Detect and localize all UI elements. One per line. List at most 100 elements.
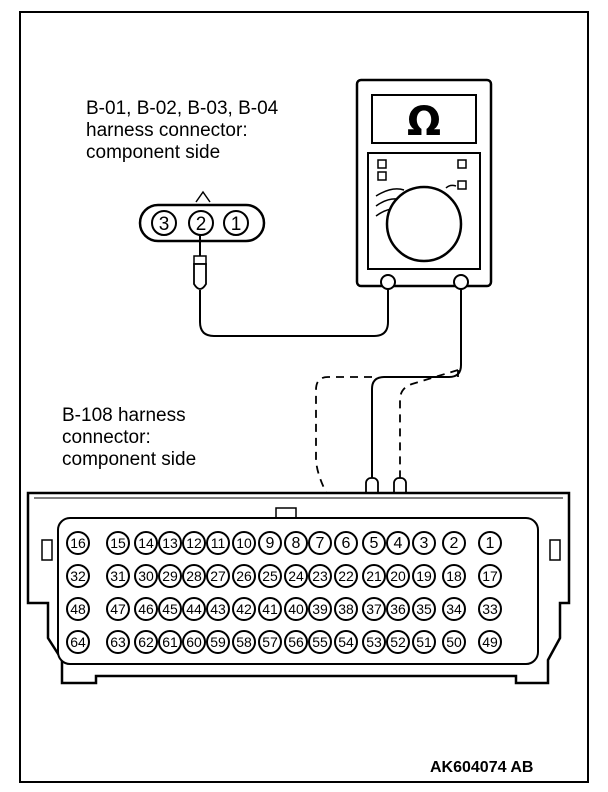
ecu-pin-8: [284, 531, 308, 555]
ecu-pin-30: [134, 564, 158, 588]
dashed-lead-b: [399, 369, 459, 478]
ecu-pin-6: [334, 531, 358, 555]
ecu-pin-label-32: 32: [70, 568, 86, 584]
ecu-pin-57: [258, 630, 282, 654]
ecu-pin-43: [206, 597, 230, 621]
ecu-pin-label-37: 37: [366, 601, 382, 617]
ecu-pin-3: [412, 531, 436, 555]
ecu-pin-13: [158, 531, 182, 555]
ecu-pin-61: [158, 630, 182, 654]
ecu-pin-12: [182, 531, 206, 555]
ecu-pin-label-10: 10: [236, 535, 252, 551]
ecu-pin-31: [106, 564, 130, 588]
ecu-pin-53: [362, 630, 386, 654]
ecu-pin-label-16: 16: [70, 535, 86, 551]
small-connector-label: B-01, B-02, B-03, B-04 harness connector…: [86, 98, 278, 164]
figure-border: [19, 11, 589, 783]
small-pin-1-label: 1: [231, 214, 242, 235]
ecu-pin-label-62: 62: [138, 634, 154, 650]
ecu-pin-label-22: 22: [338, 568, 354, 584]
small-connector-label-line: component side: [86, 142, 221, 163]
ecu-pin-5: [362, 531, 386, 555]
ecu-pin-label-48: 48: [70, 601, 86, 617]
ecu-connector-label-line: component side: [62, 449, 197, 470]
ecu-pin-34: [442, 597, 466, 621]
ecu-pin-15: [106, 531, 130, 555]
ecu-pin-27: [206, 564, 230, 588]
ecu-pin-label-7: 7: [316, 535, 325, 552]
ecu-pin-11: [206, 531, 230, 555]
test-lead-1: [199, 289, 389, 337]
probe-left: [193, 234, 207, 290]
ecu-pin-19: [412, 564, 436, 588]
ecu-pin-label-29: 29: [162, 568, 178, 584]
ecu-pin-60: [182, 630, 206, 654]
ecu-pin-label-20: 20: [390, 568, 406, 584]
ecu-pin-25: [258, 564, 282, 588]
ecu-pin-51: [412, 630, 436, 654]
ecu-pin-label-35: 35: [416, 601, 432, 617]
ecu-pin-24: [284, 564, 308, 588]
ecu-pin-label-58: 58: [236, 634, 252, 650]
ecu-pin-label-34: 34: [446, 601, 462, 617]
ohmmeter-icon: Ω: [355, 78, 493, 290]
ecu-pin-7: [308, 531, 332, 555]
ecu-pin-29: [158, 564, 182, 588]
ecu-pin-label-39: 39: [312, 601, 328, 617]
ecu-pin-label-56: 56: [288, 634, 304, 650]
ecu-pin-label-4: 4: [394, 535, 403, 552]
ecu-pin-label-52: 52: [390, 634, 406, 650]
ecu-pin-label-12: 12: [186, 535, 202, 551]
ecu-pin-label-14: 14: [138, 535, 154, 551]
ecu-pin-52: [386, 630, 410, 654]
meter-jack-left: [380, 274, 396, 290]
small-pin-2-label: 2: [196, 214, 207, 235]
ecu-pin-label-15: 15: [110, 535, 126, 551]
ecu-pin-38: [334, 597, 358, 621]
ecu-pin-label-59: 59: [210, 634, 226, 650]
ecu-pin-47: [106, 597, 130, 621]
ecu-pin-label-51: 51: [416, 634, 432, 650]
test-lead-2: [371, 289, 462, 478]
ecu-pin-41: [258, 597, 282, 621]
ecu-pin-label-8: 8: [292, 535, 301, 552]
ecu-pin-39: [308, 597, 332, 621]
ecu-pin-label-54: 54: [338, 634, 354, 650]
ecu-pin-37: [362, 597, 386, 621]
ecu-connector-label-line: B-108 harness: [62, 405, 186, 426]
ecu-pin-64: [66, 630, 90, 654]
ecu-pin-label-17: 17: [482, 568, 498, 584]
ecu-pin-4: [386, 531, 410, 555]
ecu-pin-label-33: 33: [482, 601, 498, 617]
ecu-pin-14: [134, 531, 158, 555]
ecu-pin-label-11: 11: [211, 535, 226, 551]
ecu-pin-label-26: 26: [236, 568, 252, 584]
ecu-pin-label-23: 23: [312, 568, 328, 584]
ecu-pin-label-53: 53: [366, 634, 382, 650]
small-pin-1: [223, 210, 249, 236]
ecu-pin-label-31: 31: [110, 568, 126, 584]
ecu-pin-56: [284, 630, 308, 654]
ecu-pin-20: [386, 564, 410, 588]
ecu-pin-26: [232, 564, 256, 588]
ecu-pin-label-45: 45: [162, 601, 178, 617]
ecu-pin-label-13: 13: [162, 535, 178, 551]
ecu-pin-label-38: 38: [338, 601, 354, 617]
ecu-pin-label-19: 19: [416, 568, 432, 584]
ecu-pin-label-63: 63: [110, 634, 126, 650]
ecu-pin-label-9: 9: [266, 535, 275, 552]
ecu-pin-21: [362, 564, 386, 588]
ecu-pin-label-55: 55: [312, 634, 328, 650]
ecu-pin-label-25: 25: [262, 568, 278, 584]
ecu-pin-label-21: 21: [366, 568, 382, 584]
ecu-pin-23: [308, 564, 332, 588]
ecu-pin-label-28: 28: [186, 568, 202, 584]
ecu-pin-28: [182, 564, 206, 588]
ecu-pin-35: [412, 597, 436, 621]
ecu-pin-label-60: 60: [186, 634, 202, 650]
meter-jack-right: [453, 274, 469, 290]
ecu-pin-label-2: 2: [450, 535, 459, 552]
